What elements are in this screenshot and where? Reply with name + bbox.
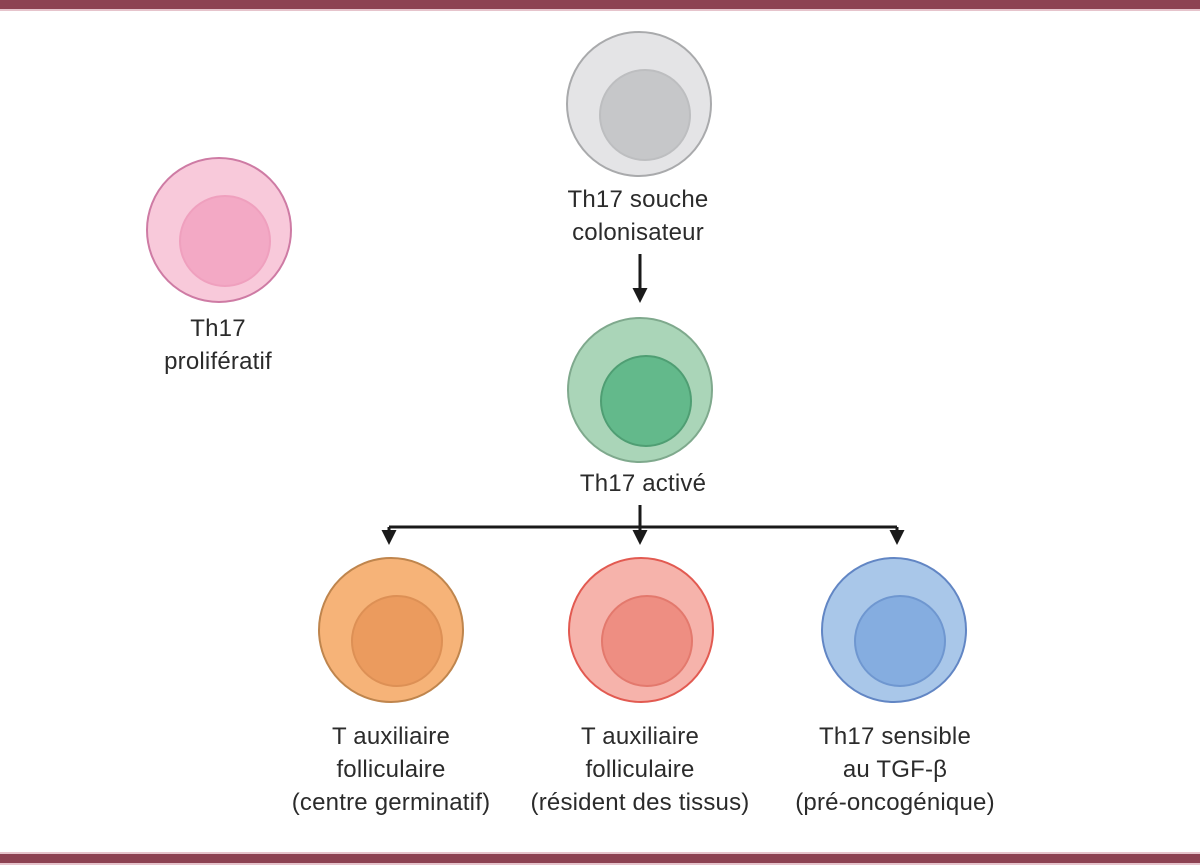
cell-nucleus xyxy=(179,195,271,287)
label-line: (résident des tissus) xyxy=(530,789,750,816)
label-t-auxiliaire-resident-tissus: T auxiliaire folliculaire (résident des … xyxy=(470,720,810,819)
cell-nucleus xyxy=(351,595,443,687)
label-th17-proliferatif: Th17 prolifératif xyxy=(58,312,378,378)
label-line: au TGF-β xyxy=(842,756,948,783)
top-accent-bar xyxy=(0,0,1200,11)
label-line: Th17 xyxy=(190,315,246,342)
label-t-auxiliaire-centre-germinatif: T auxiliaire folliculaire (centre germin… xyxy=(221,720,561,819)
label-line: colonisateur xyxy=(572,219,704,246)
cell-th17-souche-colonisateur xyxy=(566,31,712,177)
label-line: prolifératif xyxy=(164,348,272,375)
cell-th17-sensible-tgf-beta xyxy=(821,557,967,703)
cell-nucleus xyxy=(854,595,946,687)
bottom-accent-bar xyxy=(0,852,1200,865)
label-line: Th17 souche xyxy=(567,186,709,213)
branch-connector xyxy=(381,505,905,545)
label-line: (pré-oncogénique) xyxy=(795,789,995,816)
cell-nucleus xyxy=(600,355,692,447)
cell-nucleus xyxy=(601,595,693,687)
label-line: T auxiliaire xyxy=(580,723,699,750)
cell-th17-active xyxy=(567,317,713,463)
label-th17-active: Th17 activé xyxy=(483,467,803,500)
label-line: T auxiliaire xyxy=(331,723,450,750)
label-th17-sensible-tgf-beta: Th17 sensible au TGF-β (pré-oncogénique) xyxy=(725,720,1065,819)
label-th17-souche-colonisateur: Th17 souche colonisateur xyxy=(478,183,798,249)
label-line: folliculaire xyxy=(585,756,695,783)
cell-t-auxiliaire-resident-tissus xyxy=(568,557,714,703)
cell-nucleus xyxy=(599,69,691,161)
label-line: (centre germinatif) xyxy=(291,789,491,816)
label-line: Th17 activé xyxy=(579,470,707,497)
cell-t-auxiliaire-centre-germinatif xyxy=(318,557,464,703)
cell-th17-proliferatif xyxy=(146,157,292,303)
label-line: folliculaire xyxy=(336,756,446,783)
label-line: Th17 sensible xyxy=(818,723,972,750)
